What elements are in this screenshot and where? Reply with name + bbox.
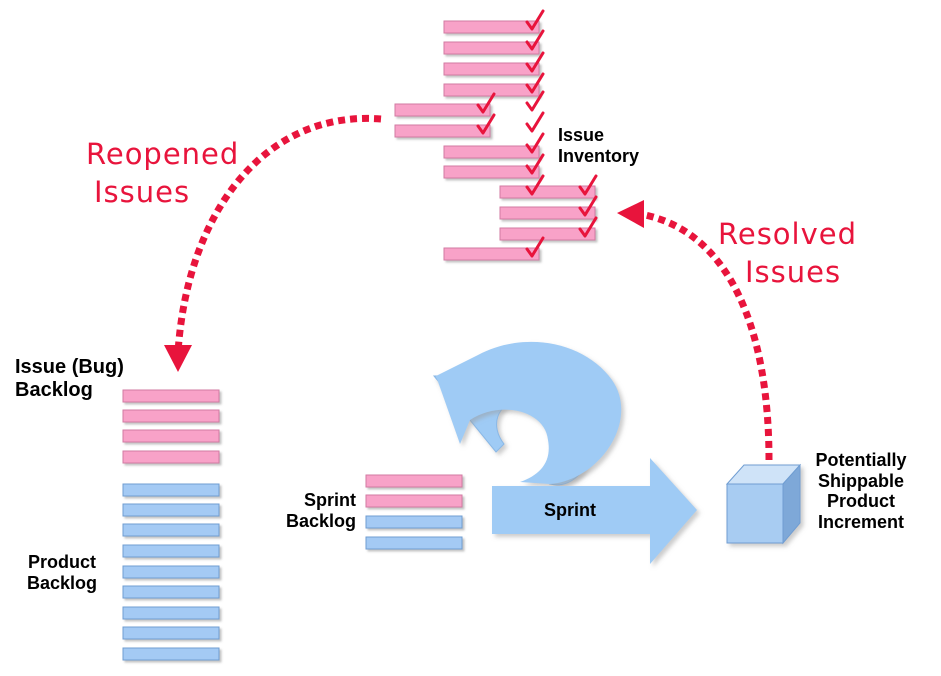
sprint-backlog-line-2: Backlog <box>285 510 356 531</box>
resolved-arrow-head <box>617 200 644 228</box>
product-backlog-line-2: Backlog <box>27 572 98 593</box>
product-backlog-bar <box>122 647 220 661</box>
issue-inventory-bar <box>394 103 491 117</box>
issue-bug-backlog-line-2: Backlog <box>15 379 93 401</box>
issue-inventory-bar <box>443 83 540 97</box>
issue-inventory-bar <box>499 185 596 199</box>
issue-backlog-bar <box>122 450 220 464</box>
issue-inventory-bar <box>499 227 596 241</box>
resolved-issues-label: Resolved Issues <box>718 216 857 291</box>
issue-inventory-bar <box>499 206 596 220</box>
sprint-backlog-issue-bar <box>365 474 463 488</box>
issue-inventory-bar <box>394 124 491 138</box>
resolved-issues-arrow <box>639 210 773 461</box>
cube-icon <box>725 463 802 545</box>
check-mark-icon <box>525 29 545 51</box>
increment-line-1: Potentially <box>815 450 907 470</box>
sprint-label: Sprint <box>544 500 596 520</box>
product-backlog-bar <box>122 626 220 640</box>
sprint-backlog-line-1: Sprint <box>304 490 356 510</box>
sprint-backlog-product-bar <box>365 536 463 550</box>
check-mark-icon <box>525 72 545 94</box>
product-backlog-bar <box>122 585 220 599</box>
increment-label: Potentially Shippable Product Increment <box>805 450 917 533</box>
issue-backlog-bar <box>122 429 220 443</box>
issue-backlog-bar <box>122 389 220 403</box>
circular-arrow-body <box>436 341 622 484</box>
check-mark-icon <box>525 132 545 154</box>
issue-inventory-bar <box>443 20 540 34</box>
product-backlog-bar <box>122 544 220 558</box>
increment-line-3: Product <box>826 491 895 512</box>
product-backlog-label: Product Backlog <box>27 552 97 593</box>
increment-line-4: Increment <box>817 512 905 533</box>
issue-inventory-label: Issue Inventory <box>558 125 639 166</box>
issue-inventory-bar <box>443 247 540 261</box>
issue-bug-backlog-label: Issue (Bug) Backlog <box>15 356 124 402</box>
check-mark-icon <box>578 195 598 217</box>
check-mark-icon <box>578 216 598 238</box>
check-mark-icon <box>525 236 545 258</box>
reopened-line-1: Reopened <box>86 137 240 171</box>
issue-bug-backlog-line-1: Issue (Bug) <box>15 356 124 378</box>
sprint-backlog-product-bar <box>365 515 463 529</box>
check-mark-icon <box>525 174 545 196</box>
issue-inventory-line-2: Inventory <box>558 145 640 166</box>
check-mark-icon <box>525 153 545 175</box>
product-backlog-bar <box>122 503 220 517</box>
check-mark-icon <box>525 51 545 73</box>
check-mark-icon <box>476 92 496 114</box>
resolved-line-2: Issues <box>745 254 842 289</box>
issue-inventory-bar <box>443 62 540 76</box>
sprint-arrow-icon <box>492 458 697 564</box>
issue-inventory-bar <box>443 145 540 159</box>
issue-inventory-bar <box>443 41 540 55</box>
product-backlog-bar <box>122 523 220 537</box>
product-backlog-bar <box>122 606 220 620</box>
check-mark-icon <box>476 113 496 135</box>
check-mark-icon <box>525 90 545 112</box>
product-backlog-bar <box>122 565 220 579</box>
product-backlog-bar <box>122 483 220 497</box>
sprint-backlog-label: Sprint Backlog <box>276 490 356 531</box>
check-mark-icon <box>578 174 598 196</box>
reopened-arrow-head <box>164 345 192 372</box>
increment-line-2: Shippable <box>817 470 904 491</box>
check-mark-icon <box>525 9 545 31</box>
issue-backlog-bar <box>122 409 220 423</box>
reopened-issues-arrow <box>174 114 382 353</box>
reopened-line-2: Issues <box>94 174 191 209</box>
product-backlog-line-1: Product <box>28 552 97 572</box>
reopened-issues-label: Reopened Issues <box>86 136 239 211</box>
check-mark-icon <box>525 111 545 133</box>
issue-inventory-line-1: Issue <box>558 125 605 145</box>
sprint-backlog-issue-bar <box>365 494 463 508</box>
issue-inventory-bar <box>443 165 540 179</box>
resolved-line-1: Resolved <box>718 217 858 251</box>
